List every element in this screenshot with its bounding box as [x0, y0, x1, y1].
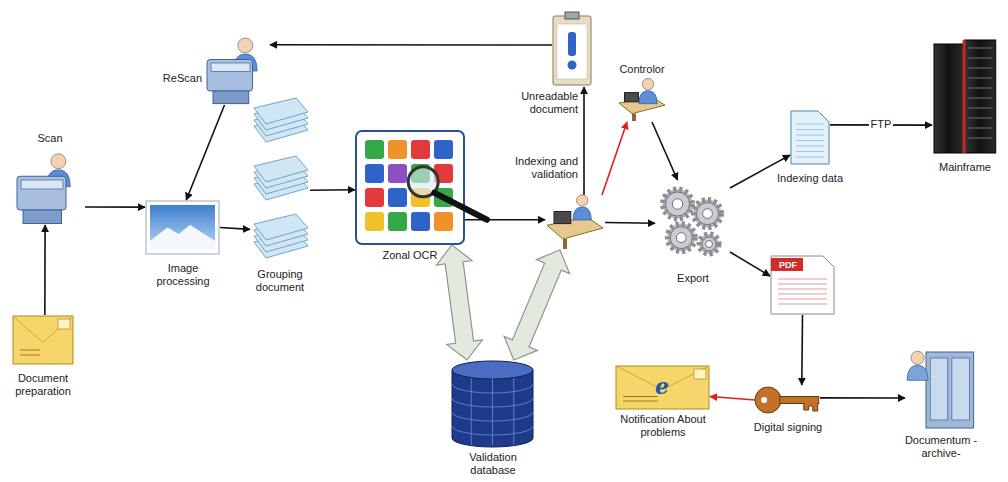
flow-arrow: [730, 252, 770, 276]
node-label: Unreadable document: [492, 90, 578, 116]
icon: [655, 180, 730, 260]
envelope-mark: e: [650, 374, 674, 398]
flow-arrow: [652, 122, 678, 180]
red-arrow: [710, 397, 755, 401]
flow-arrow: [186, 105, 224, 200]
node-label: Notification About problems: [608, 413, 718, 439]
flow-arrow: [605, 222, 655, 224]
node-label: Document preparation: [5, 372, 81, 398]
node-label: ReScan: [146, 72, 202, 85]
flow-arrow: [820, 397, 905, 399]
process-icon: Image processing: [145, 200, 220, 255]
icon: [790, 110, 830, 165]
node-label: Export: [656, 272, 730, 285]
node-label: Indexing data: [772, 172, 848, 185]
process-icon: Unreadable document: [552, 12, 592, 87]
node-label: Digital signing: [748, 421, 828, 434]
process-icon: Scan: [15, 150, 85, 225]
process-icon: Indexing and validation: [545, 195, 605, 250]
flow-arrow: [465, 219, 545, 221]
icon: [250, 90, 310, 260]
node-label: Documentum -archive-: [896, 434, 986, 460]
flow-arrow: [310, 189, 355, 191]
node-label: Indexing and validation: [490, 155, 578, 181]
node-label: Grouping document: [242, 268, 318, 294]
edge-label: FTP: [869, 118, 894, 131]
icon: [545, 195, 605, 250]
icon: [12, 315, 74, 365]
process-icon: Digital signing: [755, 385, 820, 415]
icon: [205, 35, 270, 105]
icon: [552, 12, 592, 87]
red-arrow: [602, 122, 627, 195]
process-icon: Controlor: [617, 80, 667, 122]
process-icon: Document preparation: [12, 315, 74, 365]
process-icon: Grouping document: [250, 90, 310, 260]
process-icon: Documentum -archive-: [905, 348, 975, 430]
process-icon: ReScan: [205, 35, 270, 105]
flow-arrow: [85, 206, 145, 208]
flow-arrow: [270, 44, 552, 46]
node-label: Scan: [30, 132, 70, 145]
node-label: Image processing: [143, 262, 223, 288]
process-icon: PDF: [770, 255, 835, 315]
process-icon: Mainframe: [932, 40, 997, 155]
process-icon: Export: [655, 180, 730, 260]
flow-arrow: [44, 225, 46, 315]
icon: [450, 360, 535, 448]
flow-arrow: [220, 228, 250, 230]
process-icon: Indexing data: [790, 110, 830, 165]
icon: [905, 348, 975, 430]
flow-arrow: [583, 87, 585, 195]
icon: [617, 80, 667, 122]
node-label: Zonal OCR: [380, 249, 440, 262]
icon: [755, 385, 820, 415]
node-label: PDF: [773, 260, 803, 271]
process-icon: Zonal OCR: [355, 130, 465, 245]
node-label: Validation database: [452, 451, 534, 477]
node-label: Mainframe: [926, 161, 1004, 174]
icon: [355, 130, 465, 245]
node-label: Controlor: [606, 63, 678, 76]
icon: [15, 150, 85, 225]
block-arrow: [504, 250, 569, 360]
process-icon: Validation database: [450, 360, 535, 448]
flow-arrow: [801, 315, 803, 385]
icon: [932, 40, 997, 155]
icon: [145, 200, 220, 255]
block-arrow: [436, 245, 482, 360]
